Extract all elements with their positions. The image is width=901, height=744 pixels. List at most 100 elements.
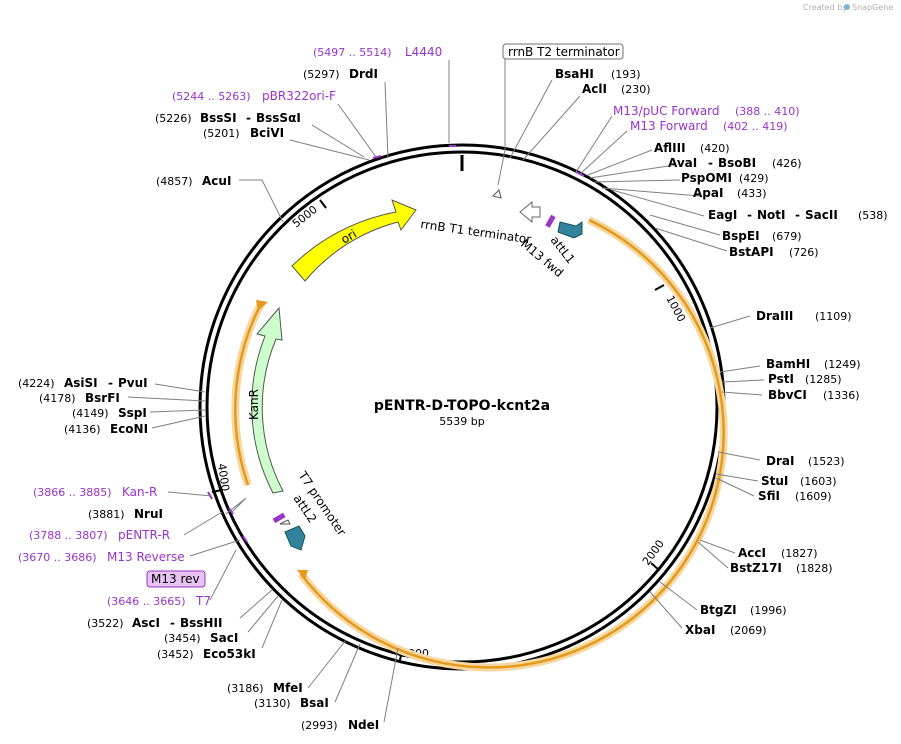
econi-name[interactable]: EcoNI: [110, 422, 148, 436]
saci-name[interactable]: SacI: [210, 631, 238, 645]
t7-promoter-feature[interactable]: [272, 512, 286, 524]
asci-name[interactable]: AscI: [132, 616, 160, 630]
kan-r-name[interactable]: Kan-R: [122, 485, 157, 499]
noti-name[interactable]: NotI: [757, 208, 786, 222]
asisi-pos: (4224): [18, 377, 55, 390]
drdi-pos: (5297): [303, 68, 340, 81]
drai-name[interactable]: DraI: [766, 454, 794, 468]
sspi-name[interactable]: SspI: [118, 406, 147, 420]
m13-reverse-range: (3670 .. 3686): [18, 551, 97, 564]
m13-forward-name[interactable]: M13 Forward: [630, 119, 708, 133]
pentr-r-name[interactable]: pENTR-R: [118, 528, 170, 542]
acli-pos: (230): [621, 83, 651, 96]
attl1-feature[interactable]: [557, 221, 583, 239]
bsssai-name[interactable]: BssSαI: [256, 111, 301, 125]
draiii-pos: (1109): [815, 310, 852, 323]
orf-kcnt2a-arc: [300, 218, 725, 669]
drdi-name[interactable]: DrdI: [349, 67, 378, 81]
ndei-pos: (2993): [301, 719, 338, 732]
noti-dash: -: [795, 208, 800, 222]
rrnb-t2-label-box[interactable]: [502, 43, 624, 60]
apai-name[interactable]: ApaI: [693, 186, 723, 200]
bstapi-name[interactable]: BstAPI: [729, 245, 774, 259]
bamhi-name[interactable]: BamHI: [766, 357, 810, 371]
nrui-name[interactable]: NruI: [134, 507, 163, 521]
t7-name[interactable]: T7: [195, 594, 211, 608]
mfei-name[interactable]: MfeI: [273, 681, 303, 695]
eagi-dash: -: [747, 208, 752, 222]
bsshii-name[interactable]: BssHII: [180, 616, 222, 630]
ori-feature[interactable]: [291, 199, 417, 282]
stui-name[interactable]: StuI: [761, 474, 788, 488]
bcivi-name[interactable]: BciVI: [250, 126, 284, 140]
psti-name[interactable]: PstI: [768, 372, 794, 386]
plasmid-size: 5539 bp: [439, 415, 484, 428]
rrnb-t2-marker[interactable]: [492, 189, 502, 199]
pvui-name[interactable]: PvuI: [118, 376, 148, 390]
sacii-name[interactable]: SacII: [805, 208, 838, 222]
avai-dash: -: [708, 156, 713, 170]
stui-pos: (1603): [800, 475, 837, 488]
m13-rev-box[interactable]: [146, 570, 206, 588]
ndei-name[interactable]: NdeI: [348, 718, 379, 732]
acci-name[interactable]: AccI: [738, 546, 766, 560]
acui-name[interactable]: AcuI: [202, 174, 231, 188]
bbvci-name[interactable]: BbvCI: [768, 388, 807, 402]
sfii-pos: (1609): [795, 490, 832, 503]
bsrfi-name[interactable]: BsrFI: [85, 391, 120, 405]
xbai-name[interactable]: XbaI: [685, 623, 715, 637]
avai-name[interactable]: AvaI: [668, 156, 697, 170]
btgzi-name[interactable]: BtgZI: [700, 603, 737, 617]
bsahi-pos: (193): [611, 68, 641, 81]
primer-m13-reverse[interactable]: [242, 535, 248, 543]
bsahi-name[interactable]: BsaHI: [555, 67, 594, 81]
kanr-feature[interactable]: [251, 306, 284, 494]
eco53ki-pos: (3452): [157, 648, 194, 661]
bsssi-name[interactable]: BssSI: [200, 111, 237, 125]
asisi-dash: -: [108, 376, 113, 390]
bsobi-name[interactable]: BsoBI: [718, 156, 756, 170]
snapgene-logo-icon: [844, 4, 850, 10]
eagi-name[interactable]: EagI: [708, 208, 737, 222]
avai-pos: (426): [772, 157, 802, 170]
pbr322-range: (5244 .. 5263): [172, 90, 251, 103]
sfii-name[interactable]: SfiI: [758, 489, 780, 503]
m13-puc-fwd-range: (388 .. 410): [735, 105, 800, 118]
bstz17i-name[interactable]: BstZ17I: [730, 561, 782, 575]
asisi-name[interactable]: AsiSI: [64, 376, 98, 390]
eco53ki-name[interactable]: Eco53kI: [203, 647, 256, 661]
m13-puc-fwd-name[interactable]: M13/pUC Forward: [613, 104, 720, 118]
attl2-small-marker[interactable]: [279, 519, 291, 525]
bbvci-pos: (1336): [823, 389, 860, 402]
tick-2000: [650, 562, 660, 571]
pspomi-name[interactable]: PspOMI: [681, 171, 732, 185]
m13-fwd-feature[interactable]: [545, 214, 556, 228]
nrui-pos: (3881): [88, 508, 125, 521]
bsai-name[interactable]: BsaI: [300, 696, 329, 710]
bspei-name[interactable]: BspEI: [722, 229, 760, 243]
tick-label-4000: 4000: [215, 463, 232, 493]
primer-pentr-r[interactable]: [228, 507, 234, 515]
pbr322-name[interactable]: pBR322ori-F: [262, 89, 336, 103]
xbai-pos: (2069): [730, 624, 767, 637]
l4440-name[interactable]: L4440: [405, 45, 442, 59]
orf-kcnt2a-arrowhead: [297, 570, 308, 580]
primer-pbr322ori[interactable]: [372, 155, 382, 159]
m13-reverse-name[interactable]: M13 Reverse: [107, 550, 185, 564]
rrnb-t1-feature[interactable]: [519, 200, 541, 224]
attl2-feature[interactable]: [284, 525, 306, 551]
bsrfi-pos: (4178): [39, 392, 76, 405]
psti-pos: (1285): [805, 373, 842, 386]
connector-lines: [127, 58, 765, 723]
aflii-name[interactable]: AflIII: [654, 141, 686, 155]
t7-range: (3646 .. 3665): [107, 595, 186, 608]
credit-text: Created by: [803, 3, 847, 12]
draiii-name[interactable]: DraIII: [756, 309, 793, 323]
bcivi-pos: (5201): [203, 127, 240, 140]
kanr-label: KanR: [247, 389, 261, 420]
m13-forward-range: (402 .. 419): [723, 120, 788, 133]
saci-pos: (3454): [164, 632, 201, 645]
acli-name[interactable]: AclI: [582, 82, 607, 96]
asci-dash: -: [170, 616, 175, 630]
